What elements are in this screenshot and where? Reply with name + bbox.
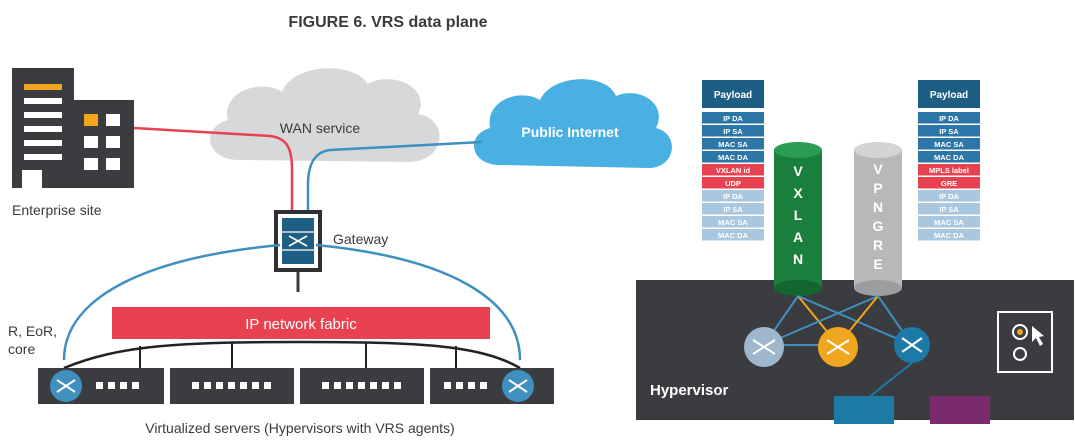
packet-header-field	[918, 190, 980, 202]
vxlan-tunnel-letter: A	[793, 229, 803, 245]
packet-header-field-label: MAC DA	[718, 153, 749, 162]
enterprise-building-icon	[12, 68, 134, 188]
packet-header-field	[918, 216, 980, 228]
hypervisor-label: Hypervisor	[650, 382, 729, 399]
packet-header-field	[702, 190, 764, 202]
packet-header-field	[918, 229, 980, 241]
internet-gateway-link	[306, 140, 483, 212]
left-tor-switch-icon	[50, 370, 82, 402]
vxlan-tunnel	[774, 142, 822, 296]
packet-header-field-label: IP SA	[723, 205, 743, 214]
underlay-arc	[63, 340, 521, 370]
enterprise-wan-link	[133, 126, 294, 212]
packet-header-field	[702, 164, 764, 176]
vm-teal-link	[867, 362, 913, 399]
packet-header-field-label: UDP	[725, 179, 741, 188]
public-internet-cloud	[473, 79, 672, 168]
packet-header-field	[702, 216, 764, 228]
fabric-drops	[139, 343, 457, 368]
vxlan-tunnel-letter: X	[793, 185, 803, 201]
vxlan-tunnel-letter: N	[793, 251, 803, 267]
vpngre-packet-stack: Payload IP DA IP SA MAC SA MAC DA MPLS label…	[918, 80, 980, 241]
packet-header-field	[702, 151, 764, 163]
packet-header-field-label: IP DA	[939, 114, 959, 123]
packet-header-field	[918, 177, 980, 189]
right-tor-switch-icon	[502, 370, 534, 402]
packet-header-field-label: MAC SA	[934, 140, 964, 149]
wan-service-cloud	[209, 68, 440, 162]
overlay-arc	[62, 243, 522, 361]
packet-header-field	[702, 138, 764, 150]
vpngre-tunnel	[854, 142, 902, 296]
packet-header-field	[918, 203, 980, 215]
packet-header-field-label: IP SA	[939, 127, 959, 136]
vpngre-tunnel-letter: E	[873, 256, 882, 272]
vpngre-tunnel-letter: R	[873, 237, 883, 253]
tor-label-line1: R, EoR,	[8, 323, 57, 339]
vpngre-payload-label: Payload	[930, 90, 968, 101]
packet-header-field	[918, 125, 980, 137]
packet-header-field	[702, 203, 764, 215]
packet-header-field-label: VXLAN id	[716, 166, 751, 175]
packet-header-field	[702, 177, 764, 189]
packet-header-field	[918, 164, 980, 176]
servers-row	[38, 368, 554, 404]
tor-label-line2: core	[8, 341, 35, 357]
gateway-label: Gateway	[333, 231, 388, 247]
virtualized-servers-label: Virtualized servers (Hypervisors with VR…	[145, 420, 454, 436]
vpngre-tunnel-letter: P	[873, 180, 882, 196]
vpngre-tunnel-letter: N	[873, 199, 883, 215]
packet-header-field-label: MAC SA	[718, 218, 748, 227]
packet-header-field	[918, 112, 980, 124]
packet-header-field	[918, 151, 980, 163]
packet-header-field-label: IP SA	[723, 127, 743, 136]
vxlan-tunnel-letter: L	[794, 207, 803, 223]
packet-header-field-label: IP DA	[939, 192, 959, 201]
server-port-dots	[96, 382, 487, 389]
ip-network-fabric-label: IP network fabric	[245, 316, 357, 333]
vm-teal-box	[834, 396, 894, 424]
packet-header-field-label: MAC SA	[934, 218, 964, 227]
vpngre-tunnel-letter: V	[873, 161, 883, 177]
wan-service-label: WAN service	[280, 120, 361, 136]
vswitch-gray-icon	[744, 327, 784, 367]
packet-header-field-label: GRE	[941, 179, 957, 188]
vxlan-payload-label: Payload	[714, 90, 752, 101]
gateway-icon	[274, 210, 322, 292]
vxlan-tunnel-letter: V	[793, 163, 803, 179]
packet-header-field-label: IP DA	[723, 114, 743, 123]
packet-header-field-label: IP SA	[939, 205, 959, 214]
vm-purple-box	[930, 396, 990, 424]
packet-header-field-label: MAC DA	[934, 153, 965, 162]
packet-header-field-label: MPLS label	[929, 166, 969, 175]
packet-header-field	[702, 125, 764, 137]
packet-header-field	[702, 112, 764, 124]
figure-title: FIGURE 6. VRS data plane	[288, 14, 487, 31]
packet-header-field	[918, 138, 980, 150]
packet-header-field	[702, 229, 764, 241]
enterprise-site-label: Enterprise site	[12, 202, 102, 218]
public-internet-label: Public Internet	[521, 124, 619, 140]
vswitch-blue-icon	[894, 327, 930, 363]
vrs-agent-control-icon	[997, 311, 1053, 373]
packet-header-field-label: MAC DA	[718, 231, 749, 240]
ip-network-fabric-bar	[112, 307, 490, 339]
vswitch-orange-icon	[818, 327, 858, 367]
packet-header-field-label: MAC SA	[718, 140, 748, 149]
packet-header-field-label: MAC DA	[934, 231, 965, 240]
packet-header-field-label: IP DA	[723, 192, 743, 201]
vpngre-tunnel-letter: G	[873, 218, 884, 234]
vxlan-packet-stack: Payload IP DA IP SA MAC SA MAC DA VXLAN id UD…	[702, 80, 764, 241]
